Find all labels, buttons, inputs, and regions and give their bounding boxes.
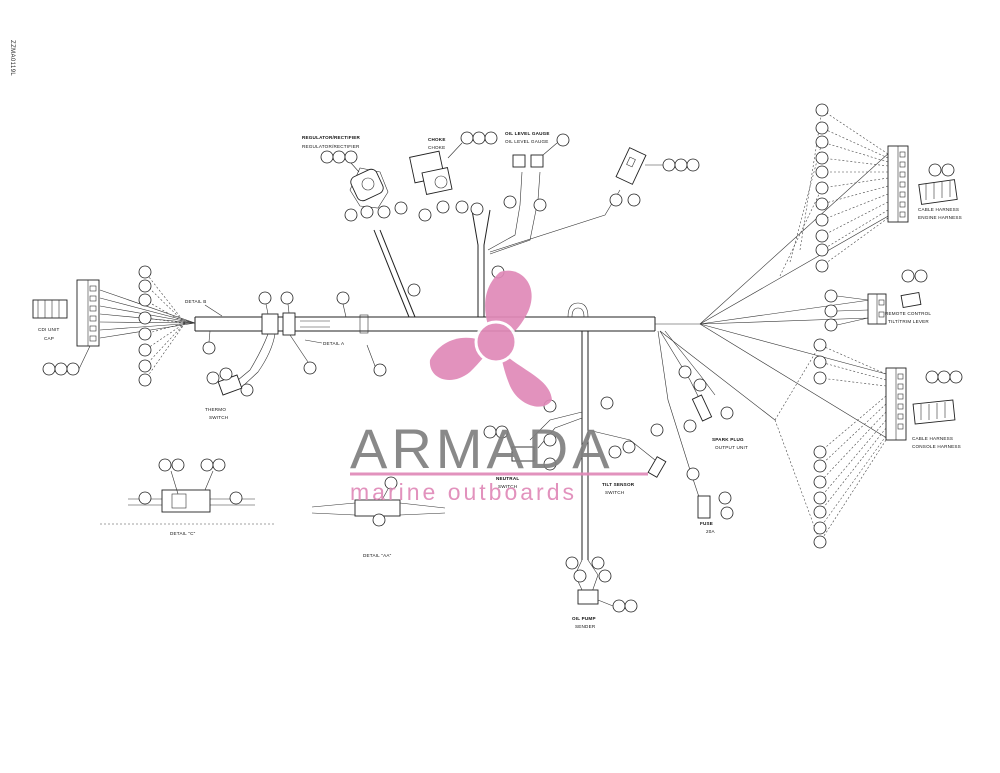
regulator-branch: REGULATOR/RECTIFIER REGULATOR/RECTIFIER [302,135,421,318]
sheet-id: ZZMA0119L [9,40,15,77]
neutral-title: NEUTRAL [496,476,519,481]
remote-control-connector: REMOTE CONTROL TILT/TRIM LEVER [824,269,931,332]
spark-subtitle: OUTPUT UNIT [715,445,748,450]
regulator-title: REGULATOR/RECTIFIER [302,135,360,140]
detail-b-label: DETAIL B [185,299,207,304]
trunk-callout-bubbles [202,291,387,397]
regulator-subtitle: REGULATOR/RECTIFIER [302,144,360,149]
upper-right-fan [779,103,889,277]
tilt-sensor-title: TILT SENSOR [602,482,635,487]
oil-level-subtitle: OIL LEVEL GAUGE [505,139,549,144]
tilt-sensor-branch: TILT SENSOR SWITCH [587,429,667,495]
cable-harness-upper: CABLE HARNESS ENGINE HARNESS [887,145,962,223]
center-down-branch: OIL PUMP SENDER [543,331,638,629]
choke-branch: CHOKE CHOKE [409,131,505,317]
fuse-subtitle: 20A [706,529,716,534]
thermo-switch-branch: THERMO SWITCH [205,333,309,420]
right-lower-branches: SPARK PLUG OUTPUT UNIT FUSE 20A [650,330,748,534]
neutral-switch-branch: NEUTRAL SWITCH [483,411,583,489]
detail-aa-title: DETAIL "AA" [363,553,392,558]
detail-aa: DETAIL "AA" [311,476,446,558]
watermark-brand: ARMADA [350,417,614,480]
spark-title: SPARK PLUG [712,437,744,442]
choke-subtitle: CHOKE [428,145,445,150]
switch-caption: SWITCH [209,415,228,420]
fuse-title: FUSE [700,521,713,526]
left-callout-bubbles [42,265,152,387]
detail-c-title: DETAIL "C" [170,531,196,536]
cap-caption: CAP [44,336,54,341]
main-harness-trunk [194,302,656,336]
upper-right-connector-branch [489,147,700,253]
tilt-sensor-subtitle: SWITCH [605,490,624,495]
choke-title: CHOKE [428,137,446,142]
bottom-sender-title: OIL PUMP [572,616,596,621]
propeller-logo [429,270,552,407]
cable-harness-lower-title: CABLE HARNESS [912,436,953,441]
bottom-sender-subtitle: SENDER [575,624,596,629]
detail-a-label: DETAIL A [323,341,345,346]
cable-harness-lower: CABLE HARNESS CONSOLE HARNESS [885,367,963,449]
remote-control-subtitle: TILT/TRIM LEVER [888,319,929,324]
cdi-unit-caption: CDI UNIT [38,327,60,332]
watermark-tagline: marine outboards [350,479,577,505]
detail-c: DETAIL "C" [100,458,275,536]
right-fan-lines [655,151,891,441]
lower-right-fan [774,338,887,549]
neutral-subtitle: SWITCH [498,484,517,489]
thermo-caption: THERMO [205,407,226,412]
remote-control-title: REMOTE CONTROL [885,311,931,316]
cable-harness-lower-subtitle: CONSOLE HARNESS [912,444,961,449]
oil-level-branch: OIL LEVEL GAUGE OIL LEVEL GAUGE [487,131,570,255]
cable-harness-upper-subtitle: ENGINE HARNESS [918,215,962,220]
oil-level-title: OIL LEVEL GAUGE [505,131,550,136]
left-connector-group: CDI UNIT CAP [32,279,100,347]
cable-harness-upper-title: CABLE HARNESS [918,207,959,212]
armada-watermark: ARMADA marine outboards [350,270,648,505]
